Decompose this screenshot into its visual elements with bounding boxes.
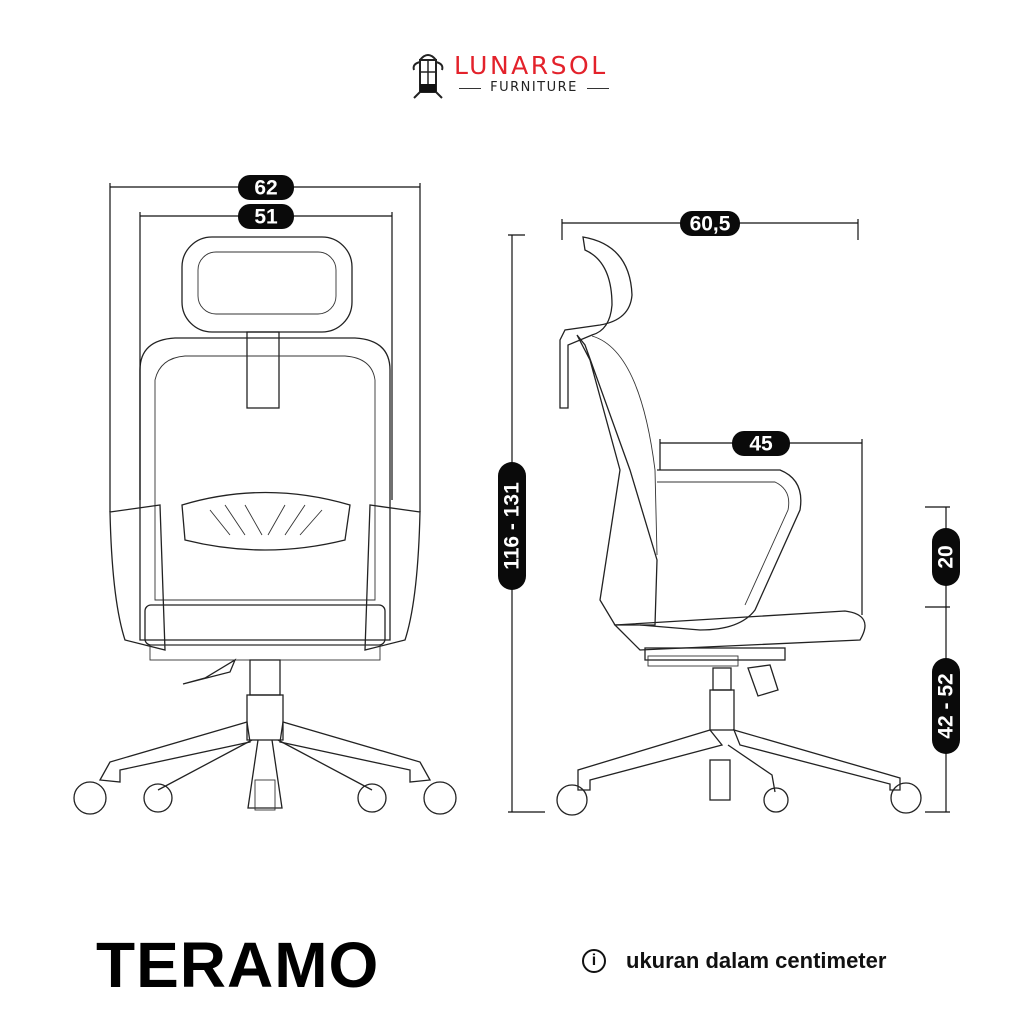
- brand-subtitle: FURNITURE: [459, 80, 609, 95]
- label-overall-height: 116 - 131: [501, 482, 524, 570]
- dimension-seat-height: 42 - 52: [925, 607, 960, 813]
- dimension-armrest-height: 20: [925, 506, 960, 608]
- brand-logo: [408, 48, 623, 100]
- units-note: i ukuran dalam centimeter: [582, 948, 886, 974]
- label-seat-width: 51: [254, 206, 278, 229]
- label-overall-depth: 60,5: [690, 213, 731, 236]
- front-view-chair: [73, 236, 457, 815]
- info-icon: i: [582, 949, 606, 973]
- units-note-text: ukuran dalam centimeter: [626, 948, 887, 973]
- label-overall-width: 62: [254, 177, 277, 200]
- dimension-seat-depth: 45: [659, 431, 863, 615]
- dimension-overall-height: 116 - 131: [498, 234, 545, 813]
- label-seat-height: 42 - 52: [935, 673, 958, 738]
- dimension-overall-width: 62: [109, 175, 421, 512]
- product-title: TERAMO: [96, 929, 380, 1001]
- dimension-overall-depth: 60,5: [561, 211, 859, 240]
- label-armrest-height: 20: [935, 545, 958, 568]
- side-view-chair: [556, 236, 922, 816]
- chair-logo-icon: [412, 54, 444, 99]
- dimension-seat-width: 51: [139, 204, 393, 500]
- label-seat-depth: 45: [749, 433, 773, 456]
- brand-name: LUNARSOL: [454, 51, 608, 80]
